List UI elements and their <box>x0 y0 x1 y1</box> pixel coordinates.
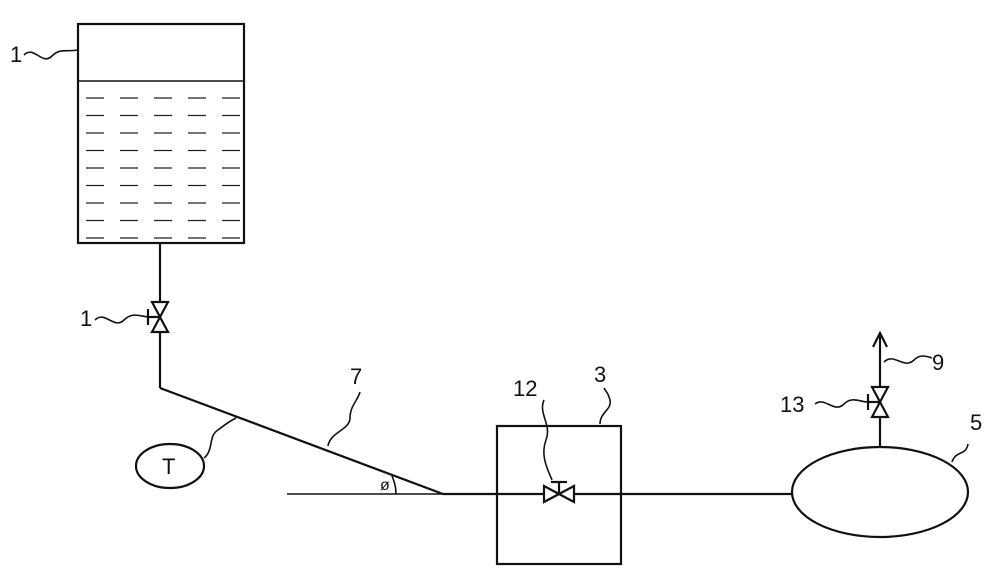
enclosure-label: 3 <box>594 362 606 387</box>
outlet-arrow-leader <box>884 356 932 363</box>
tank-label: 1 <box>10 42 22 67</box>
inner-valve-leader <box>542 400 552 480</box>
storage-tank <box>78 24 244 243</box>
pressure-vessel <box>792 447 968 537</box>
temperature-sensor-label: T <box>162 454 175 479</box>
outlet-valve <box>868 387 888 417</box>
vessel-label: 5 <box>970 410 982 435</box>
inner-valve <box>544 482 574 502</box>
inner-valve-label: 12 <box>513 376 537 401</box>
inclined-pipe <box>160 388 443 494</box>
inclined-pipe-label: 7 <box>350 364 362 389</box>
tank-leader-line <box>24 50 78 59</box>
upper-valve <box>148 302 168 332</box>
outlet-valve-leader <box>815 400 868 407</box>
enclosure-leader <box>600 388 610 424</box>
vessel-leader <box>952 444 968 462</box>
inclined-pipe-leader <box>328 392 360 446</box>
outlet-valve-label: 13 <box>780 392 804 417</box>
outlet-arrow-label: 9 <box>932 350 944 375</box>
upper-valve-leader <box>95 315 148 323</box>
tank-liquid <box>86 98 240 238</box>
temperature-sensor-leader <box>204 418 236 458</box>
upper-valve-label: 1 <box>80 306 92 331</box>
angle-arc <box>392 476 396 494</box>
angle-label: ø <box>380 477 390 494</box>
